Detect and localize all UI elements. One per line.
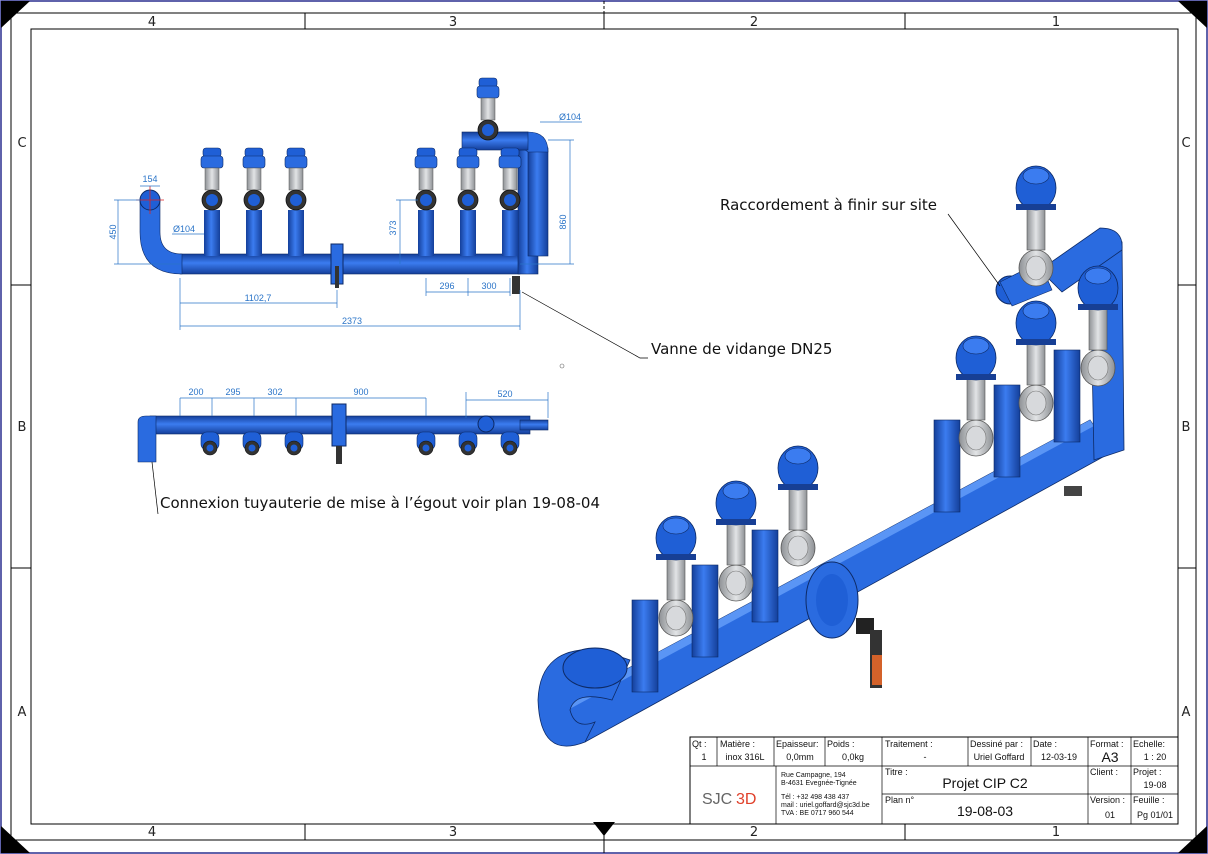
company-address-1: Rue Campagne, 194 bbox=[781, 772, 846, 779]
dim-373: 373 bbox=[388, 220, 398, 235]
top-dimensions bbox=[179, 392, 549, 418]
logo-3d: 3D bbox=[736, 791, 756, 808]
zone-row-left: C bbox=[17, 136, 26, 151]
version-label: Version : bbox=[1090, 795, 1125, 805]
echelle-label: Echelle: bbox=[1133, 739, 1165, 749]
dim-200: 200 bbox=[188, 387, 203, 397]
dim-520: 520 bbox=[497, 389, 512, 399]
zone-col-top: 4 bbox=[148, 15, 156, 30]
zone-col-top: 1 bbox=[1052, 15, 1060, 30]
top-view bbox=[137, 403, 549, 464]
poids-label: Poids : bbox=[827, 739, 855, 749]
dim-diameter-104-right: Ø104 bbox=[559, 112, 581, 122]
date-value: 12-03-19 bbox=[1041, 752, 1077, 762]
dim-1102-7: 1102,7 bbox=[245, 293, 272, 303]
front-view bbox=[136, 77, 549, 294]
corner-mark bbox=[1178, 1, 1207, 28]
zone-col-top: 2 bbox=[750, 15, 758, 30]
format-label: Format : bbox=[1090, 739, 1124, 749]
zone-col-top: 3 bbox=[449, 15, 457, 30]
qt-label: Qt : bbox=[692, 739, 707, 749]
dim-450: 450 bbox=[108, 224, 118, 239]
plan-label: Plan n° bbox=[885, 795, 915, 805]
format-value: A3 bbox=[1101, 749, 1118, 765]
dim-2373: 2373 bbox=[342, 316, 362, 326]
qt-value: 1 bbox=[701, 752, 706, 762]
company-mail: mail : uriel.goffard@sjc3d.be bbox=[781, 802, 870, 809]
dim-154: 154 bbox=[142, 174, 157, 184]
epaisseur-label: Epaisseur: bbox=[776, 739, 819, 749]
zone-row-left: B bbox=[18, 420, 27, 435]
isometric-view bbox=[537, 165, 1125, 747]
logo-sjc: SJC bbox=[702, 791, 732, 808]
zone-col-bottom: 4 bbox=[148, 825, 156, 840]
zone-col-bottom: 1 bbox=[1052, 825, 1060, 840]
leader-vanne bbox=[521, 291, 648, 359]
zone-col-bottom: 3 bbox=[449, 825, 457, 840]
dim-300: 300 bbox=[481, 281, 496, 291]
dim-302: 302 bbox=[267, 387, 282, 397]
zone-row-right: B bbox=[1182, 420, 1191, 435]
echelle-value: 1 : 20 bbox=[1144, 752, 1167, 762]
company-address-2: B-4631 Evegnée-Tignée bbox=[781, 780, 857, 787]
company-tva: TVA : BE 0717 960 544 bbox=[781, 810, 854, 817]
front-dimensions bbox=[114, 121, 582, 330]
zone-row-left: A bbox=[18, 705, 27, 720]
poids-value: 0,0kg bbox=[842, 752, 864, 762]
projet-label: Projet : bbox=[1133, 767, 1162, 777]
leader-connexion bbox=[151, 461, 159, 515]
note-connexion: Connexion tuyauterie de mise à l’égout v… bbox=[160, 494, 600, 512]
epaisseur-value: 0,0mm bbox=[786, 752, 814, 762]
dessine-label: Dessiné par : bbox=[970, 739, 1023, 749]
matiere-label: Matière : bbox=[720, 739, 755, 749]
corner-mark bbox=[1, 826, 30, 853]
date-label: Date : bbox=[1033, 739, 1057, 749]
corner-mark bbox=[1178, 826, 1207, 853]
note-raccordement: Raccordement à finir sur site bbox=[720, 196, 937, 214]
projet-value: 19-08 bbox=[1143, 780, 1166, 790]
dim-diameter-104-left: Ø104 bbox=[173, 224, 195, 234]
dim-296: 296 bbox=[439, 281, 454, 291]
zone-col-bottom: 2 bbox=[750, 825, 758, 840]
leader-raccordement bbox=[947, 213, 1001, 287]
titre-label: Titre : bbox=[885, 767, 908, 777]
traitement-label: Traitement : bbox=[885, 739, 933, 749]
dim-900: 900 bbox=[353, 387, 368, 397]
dim-860: 860 bbox=[558, 214, 568, 229]
version-value: 01 bbox=[1105, 810, 1115, 820]
corner-mark bbox=[1, 1, 30, 28]
matiere-value: inox 316L bbox=[725, 752, 764, 762]
title-block: Qt : 1 Matière : inox 316L Epaisseur: 0,… bbox=[689, 736, 1179, 825]
zone-row-right: A bbox=[1182, 705, 1191, 720]
titre-value: Projet CIP C2 bbox=[942, 775, 1028, 791]
client-label: Client : bbox=[1090, 767, 1118, 777]
zone-row-right: C bbox=[1181, 136, 1190, 151]
note-vanne: Vanne de vidange DN25 bbox=[651, 340, 832, 358]
traitement-value: - bbox=[924, 752, 927, 762]
dim-295: 295 bbox=[225, 387, 240, 397]
feuille-label: Feuille : bbox=[1133, 795, 1165, 805]
feuille-value: Pg 01/01 bbox=[1137, 810, 1173, 820]
company-tel: Tél : +32 498 438 437 bbox=[781, 794, 849, 801]
dessine-value: Uriel Goffard bbox=[974, 752, 1025, 762]
plan-value: 19-08-03 bbox=[957, 803, 1013, 819]
